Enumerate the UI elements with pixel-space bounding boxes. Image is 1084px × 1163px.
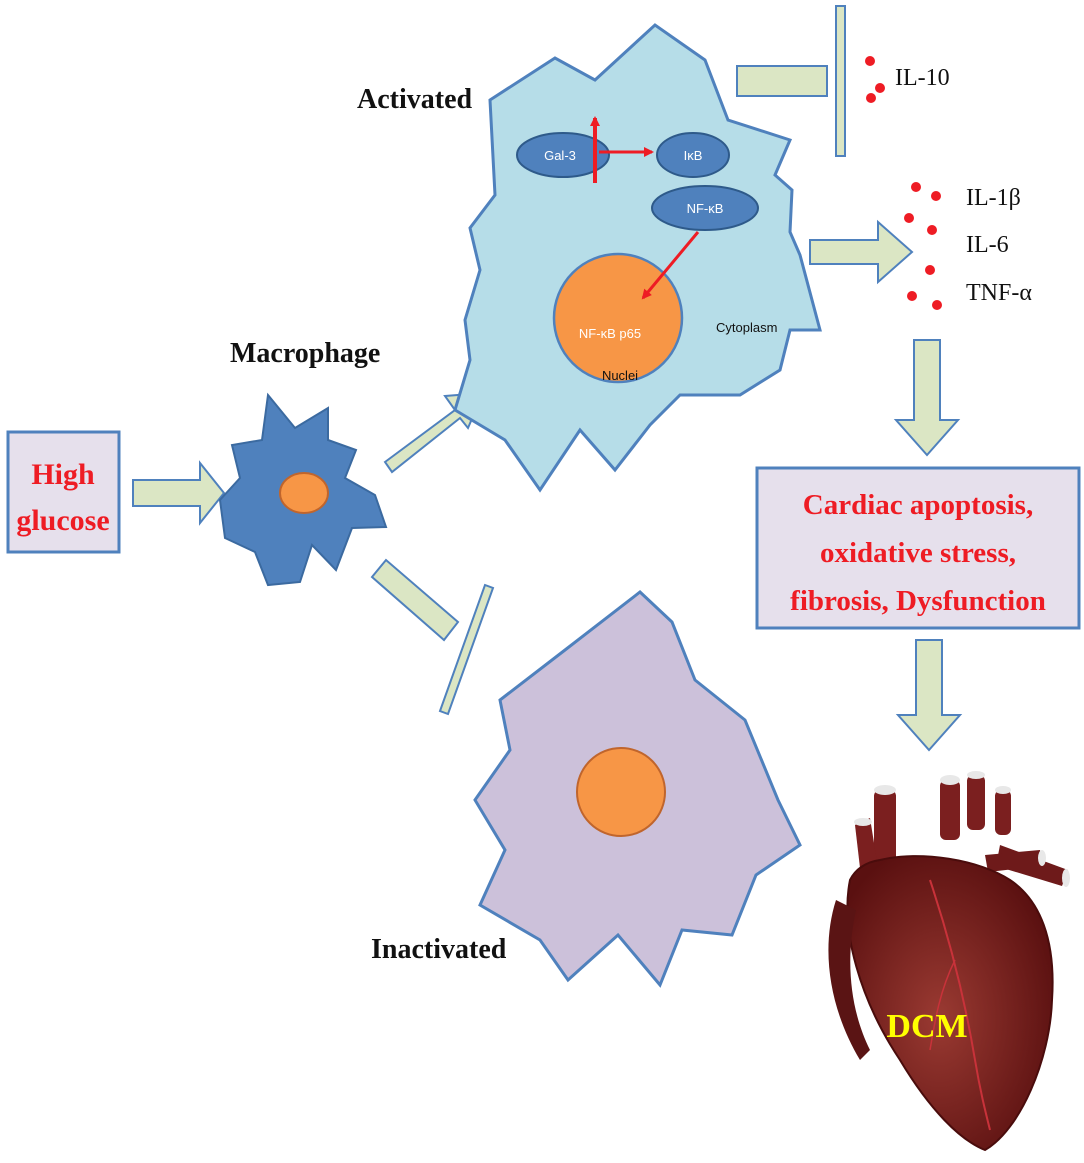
inhibition-il10 bbox=[736, 5, 846, 157]
macrophage-nucleus bbox=[279, 472, 329, 514]
high-glucose-box: High glucose bbox=[6, 430, 121, 554]
high-glucose-label-line2: glucose bbox=[16, 504, 109, 537]
inactivated-label: Inactivated bbox=[371, 934, 507, 965]
cytoplasm-label: Cytoplasm bbox=[716, 320, 777, 335]
high-glucose-label-line1: High bbox=[31, 458, 95, 491]
activated-label: Activated bbox=[357, 84, 473, 115]
gal3-node bbox=[516, 132, 610, 178]
arrow-glucose-to-macrophage bbox=[132, 460, 226, 526]
arrow-activated-to-cytokines bbox=[809, 219, 914, 285]
effects-line3: fibrosis, Dysfunction bbox=[790, 585, 1046, 617]
heart-illustration: DCM bbox=[828, 771, 1070, 1152]
nfkb-node bbox=[651, 185, 759, 231]
inactivated-macrophage-cell bbox=[473, 590, 802, 988]
ikb-label: IκB bbox=[684, 148, 703, 163]
effects-box: Cardiac apoptosis, oxidative stress, fib… bbox=[755, 466, 1081, 630]
nuclei-label: Nuclei bbox=[602, 368, 638, 383]
nfkb-label: NF-κB bbox=[687, 201, 724, 216]
activated-nucleus bbox=[552, 252, 684, 384]
macrophage-cell bbox=[218, 392, 388, 587]
tnfa-label: TNF-α bbox=[966, 280, 1032, 306]
inactivated-nucleus bbox=[576, 747, 666, 837]
arrow-cytokines-to-effects bbox=[893, 339, 961, 457]
arrow-effects-to-heart bbox=[895, 639, 963, 752]
gal3-label: Gal-3 bbox=[544, 148, 576, 163]
dcm-label: DCM bbox=[886, 1008, 967, 1045]
inhibition-macrophage-to-inactivated bbox=[370, 558, 495, 716]
effects-line2: oxidative stress, bbox=[820, 537, 1016, 569]
macrophage-label: Macrophage bbox=[230, 338, 380, 369]
activated-macrophage-cell: NF-κB p65 Nuclei Cytoplasm Gal-3 IκB NF-… bbox=[453, 23, 822, 493]
il6-label: IL-6 bbox=[966, 232, 1009, 258]
nfkb-to-nucleus-arrow bbox=[641, 231, 700, 300]
il10-dots bbox=[865, 56, 885, 103]
effects-line1: Cardiac apoptosis, bbox=[803, 489, 1033, 521]
ikb-node bbox=[656, 132, 730, 178]
il1b-label: IL-1β bbox=[966, 185, 1021, 211]
nfkb-p65-label: NF-κB p65 bbox=[579, 326, 641, 341]
il10-label: IL-10 bbox=[895, 65, 950, 91]
released-cytokine-dots bbox=[904, 182, 942, 310]
